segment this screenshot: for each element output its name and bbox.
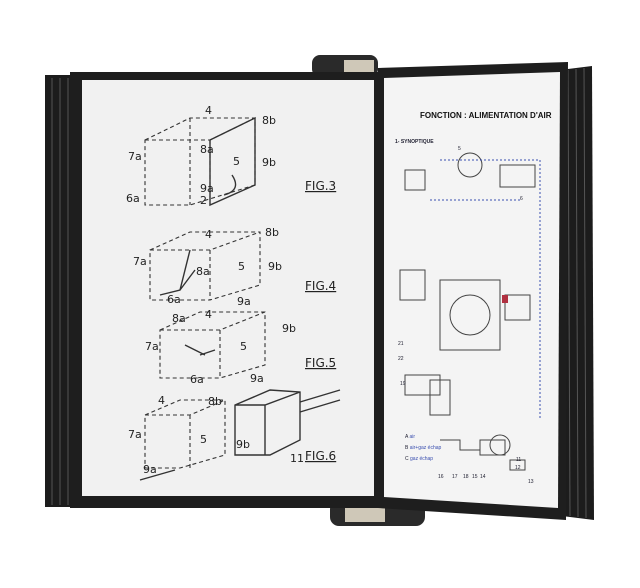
part-label: 5 (200, 433, 207, 446)
air-supply-schematic (399, 152, 541, 471)
part-label: 8a (196, 265, 210, 278)
part-label: 2 (200, 194, 207, 207)
part-label: 9b (268, 260, 282, 273)
part-label: 8b (265, 226, 279, 239)
svg-text:15: 15 (472, 474, 478, 480)
red-marker (502, 295, 508, 303)
legend-text: air+gaz échap (410, 445, 442, 451)
part-label: 8a (172, 312, 186, 325)
legend-text: air (409, 434, 415, 440)
svg-text:C gaz échap: C gaz échap (405, 456, 433, 462)
part-label: 9a (200, 182, 214, 195)
legend-text: gaz échap (410, 456, 433, 462)
section-heading: 1- SYNOPTIQUE (395, 139, 434, 145)
part-label: 7a (128, 428, 142, 441)
part-label: 5 (238, 260, 245, 273)
svg-text:13: 13 (528, 479, 534, 485)
schematic-legend: A air B air+gaz échap C gaz échap (405, 434, 442, 462)
legend-key: A (405, 434, 409, 440)
right-page-paper (384, 72, 560, 508)
part-label: 4 (205, 104, 212, 117)
svg-text:B air+gaz échap: B air+gaz échap (405, 445, 442, 451)
part-label: 6a (126, 192, 140, 205)
part-label: 4 (205, 308, 212, 321)
svg-text:19: 19 (400, 381, 406, 387)
part-label: 9b (236, 438, 250, 451)
svg-text:A air: A air (405, 434, 415, 440)
part-label: 5 (240, 340, 247, 353)
part-label: 9a (143, 463, 157, 476)
part-label: 9b (262, 156, 276, 169)
part-label: 5 (233, 155, 240, 168)
svg-text:12: 12 (515, 465, 521, 471)
part-label: 9a (237, 295, 251, 308)
part-label: 7a (128, 150, 142, 163)
svg-text:22: 22 (398, 356, 404, 362)
svg-text:17: 17 (452, 474, 458, 480)
figure-label: FIG.6 (305, 449, 336, 463)
part-label: 9a (250, 372, 264, 385)
svg-text:5: 5 (458, 146, 461, 152)
svg-text:21: 21 (398, 341, 404, 347)
part-label: 6a (167, 293, 181, 306)
schematic-numbers: 16 17 18 15 14 11 12 13 19 5 6 21 22 (398, 146, 534, 485)
part-label: 9b (282, 322, 296, 335)
legend-key: B (405, 445, 409, 451)
part-label: 4 (158, 394, 165, 407)
figure-label: FIG.5 (305, 356, 336, 370)
figure-4: 4 8b 7a 8a 5 9b 6a 9a FIG.4 (133, 226, 336, 308)
legend-key: C (405, 456, 409, 462)
part-label: 8b (262, 114, 276, 127)
figure-6: 4 8b 7a 5 9b 9a 11 FIG.6 (128, 389, 341, 481)
part-label: 11 (290, 452, 304, 465)
figure-3: 4 8b 7a 8a 5 9b 6a 9a 2 FIG.3 (126, 104, 336, 207)
svg-text:16: 16 (438, 474, 444, 480)
figure-5: 8a 4 7a 5 9b 6a 9a FIG.5 (145, 308, 336, 386)
left-page-paper (82, 80, 374, 496)
part-label: 7a (145, 340, 159, 353)
part-label: 4 (205, 228, 212, 241)
part-label: 7a (133, 255, 147, 268)
part-label: 8b (208, 395, 222, 408)
svg-text:11: 11 (516, 457, 521, 463)
figure-label: FIG.3 (305, 179, 336, 193)
part-label: 6a (190, 373, 204, 386)
figure-label: FIG.4 (305, 279, 336, 293)
svg-text:6: 6 (520, 196, 523, 202)
svg-text:18: 18 (463, 474, 469, 480)
svg-text:14: 14 (480, 474, 486, 480)
page-title: FONCTION : ALIMENTATION D'AIR (420, 111, 552, 120)
part-label: 8a (200, 143, 214, 156)
